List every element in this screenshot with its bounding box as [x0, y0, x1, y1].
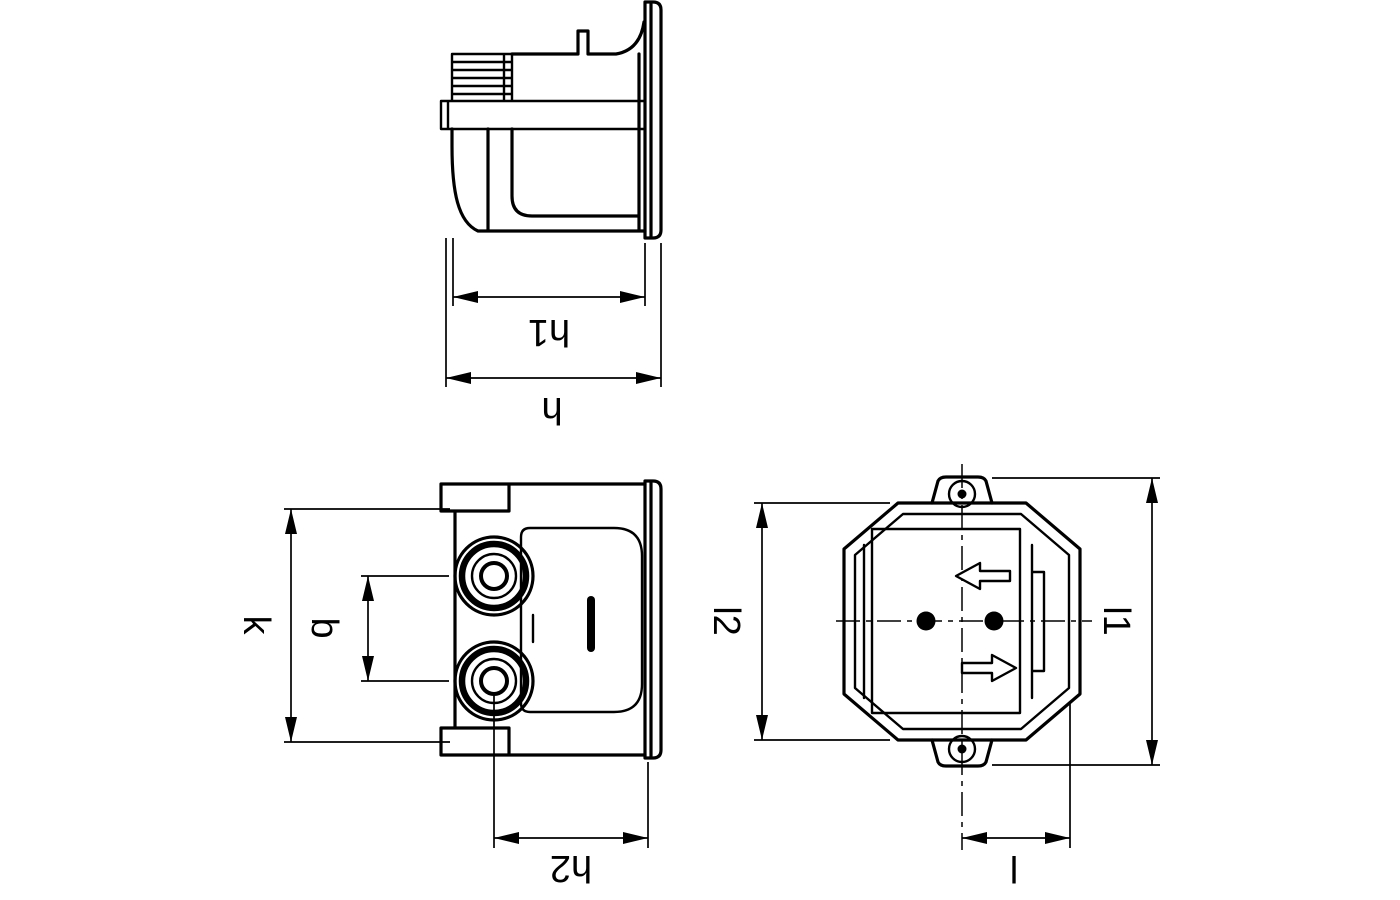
side-view-ribbed-cap	[450, 52, 514, 102]
upper-port-bore	[470, 552, 518, 600]
dimension-b-label: b	[303, 617, 345, 638]
end-view-octagon-outer	[842, 501, 1082, 742]
dimension-h-arrowheads	[446, 372, 661, 384]
dimension-h1-extension-lines	[452, 238, 646, 306]
dimension-k-extension-lines	[284, 508, 450, 743]
dimension-l2-arrowheads	[756, 503, 768, 740]
dimension-b-arrowheads	[362, 576, 374, 681]
dimension-l-arrowheads	[962, 832, 1070, 844]
left-port-dot	[916, 611, 936, 631]
side-view-mounting-rail	[439, 99, 647, 131]
side-view-flange	[643, 0, 663, 240]
lower-port-center	[479, 666, 509, 696]
dimension-h-label: h	[541, 389, 562, 431]
bottom-screw-hole	[947, 734, 977, 764]
front-view-inner-cavity	[519, 526, 644, 714]
dimension-h: h	[445, 238, 662, 431]
top-screw-center	[957, 489, 967, 499]
upper-port	[453, 535, 535, 617]
dimension-k-arrowheads	[285, 509, 297, 742]
port-connection-lines	[453, 613, 535, 644]
bottom-mounting-tab	[930, 738, 994, 768]
upper-port-nut-ring	[458, 540, 530, 612]
top-mounting-tab	[930, 475, 994, 505]
dimension-k: k	[235, 508, 450, 743]
dimension-l2-extension-lines	[754, 502, 890, 741]
flow-arrow-left-icon	[954, 561, 1012, 591]
dimension-h-extension-lines	[445, 238, 662, 387]
upper-port-center	[479, 561, 509, 591]
dimension-h2-extension-lines	[493, 692, 649, 848]
dimension-b-extension-lines	[361, 575, 449, 682]
dimension-l-label: l	[1010, 847, 1018, 889]
side-view-body	[450, 20, 647, 233]
dimension-l2: l2	[705, 502, 890, 741]
dimension-h2-label: h2	[550, 847, 592, 889]
side-view	[439, 0, 663, 240]
end-view-cavity	[862, 527, 1046, 715]
bottom-screw-center	[957, 744, 967, 754]
upper-port-outer-ring	[453, 535, 535, 617]
dimension-l1-extension-lines	[992, 477, 1160, 766]
dimension-k-label: k	[235, 616, 277, 636]
dimension-l1-label: l1	[1095, 606, 1137, 636]
front-view-flange	[643, 479, 663, 760]
right-port-dot	[984, 611, 1004, 631]
dimension-h1-label: h1	[528, 311, 570, 353]
dimension-h1: h1	[452, 238, 646, 353]
front-view	[439, 479, 663, 760]
dimension-l2-label: l2	[705, 606, 747, 636]
dimension-b: b	[303, 575, 449, 682]
flow-arrow-right-icon	[960, 653, 1018, 683]
end-view	[836, 464, 1092, 850]
end-view-octagon-inner	[853, 512, 1071, 731]
top-screw-hole	[947, 479, 977, 509]
dimension-l1: l1	[992, 477, 1160, 766]
dimension-l: l	[962, 702, 1071, 889]
dimension-h2: h2	[493, 692, 649, 889]
